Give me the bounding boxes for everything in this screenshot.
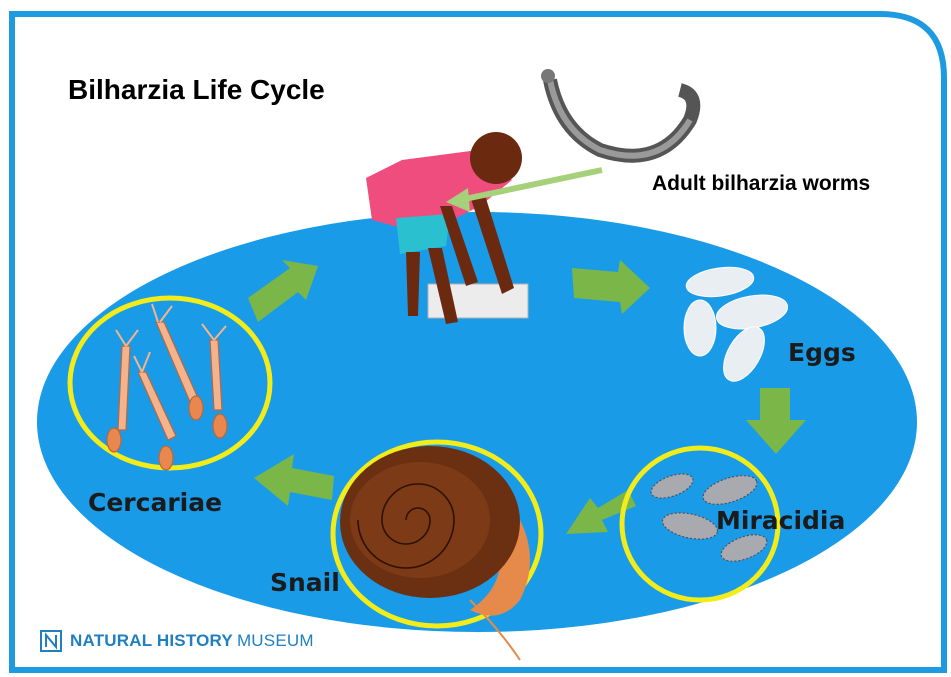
eggs-label: Eggs — [788, 338, 856, 367]
miracidia-label: Miracidia — [716, 506, 845, 535]
logo-text-bold: NATURAL HISTORY — [70, 631, 233, 651]
cercariae-label: Cercariae — [88, 488, 222, 517]
adult-worms-label: Adult bilharzia worms — [652, 172, 870, 196]
diagram-title: Bilharzia Life Cycle — [68, 74, 325, 106]
museum-logo: NATURAL HISTORY MUSEUM — [40, 629, 314, 653]
logo-text-light: MUSEUM — [237, 631, 314, 651]
museum-logo-icon — [40, 630, 62, 652]
snail-label: Snail — [270, 568, 340, 597]
